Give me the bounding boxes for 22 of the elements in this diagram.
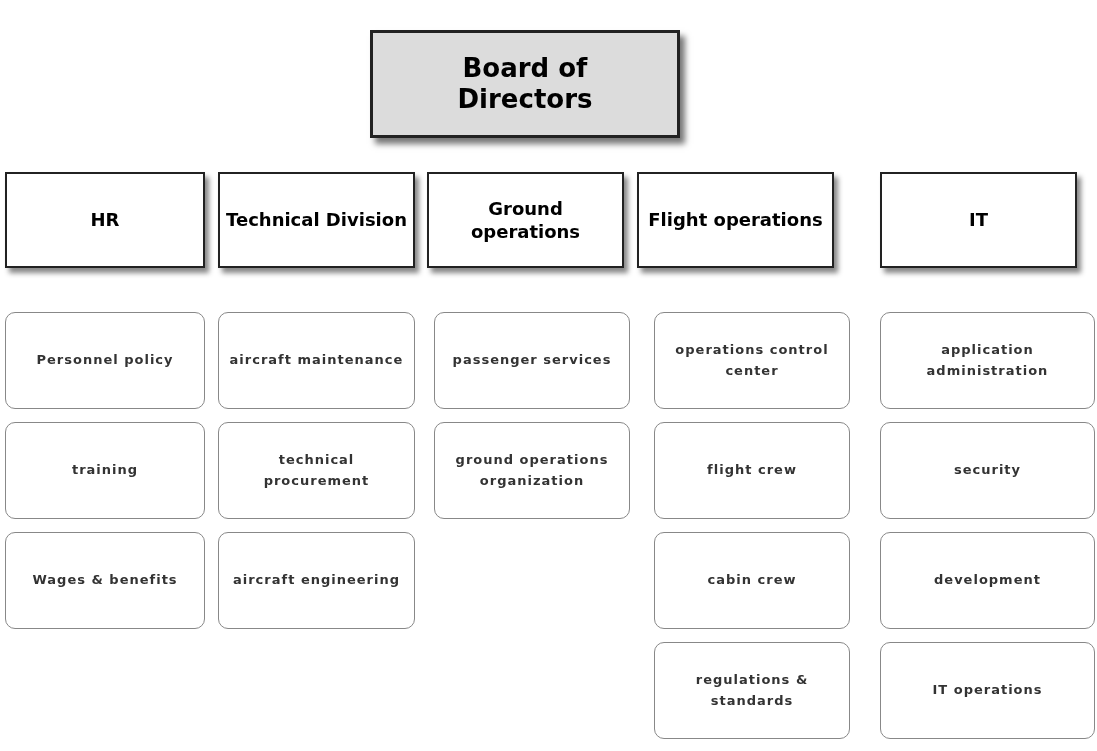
division-box: Ground operations — [427, 172, 624, 268]
unit-box: Personnel policy — [5, 312, 205, 409]
unit-box: operations control center — [654, 312, 850, 409]
unit-box: training — [5, 422, 205, 519]
division-box: HR — [5, 172, 205, 268]
unit-box: ground operations organization — [434, 422, 630, 519]
division-box: Flight operations — [637, 172, 834, 268]
unit-box: development — [880, 532, 1095, 629]
unit-box: technical procurement — [218, 422, 415, 519]
unit-box: security — [880, 422, 1095, 519]
board-box: Board of Directors — [370, 30, 680, 138]
division-box: IT — [880, 172, 1077, 268]
unit-box: application administration — [880, 312, 1095, 409]
unit-box: aircraft engineering — [218, 532, 415, 629]
unit-box: cabin crew — [654, 532, 850, 629]
unit-box: Wages & benefits — [5, 532, 205, 629]
unit-box: regulations & standards — [654, 642, 850, 739]
unit-box: passenger services — [434, 312, 630, 409]
division-box: Technical Division — [218, 172, 415, 268]
unit-box: flight crew — [654, 422, 850, 519]
unit-box: aircraft maintenance — [218, 312, 415, 409]
unit-box: IT operations — [880, 642, 1095, 739]
